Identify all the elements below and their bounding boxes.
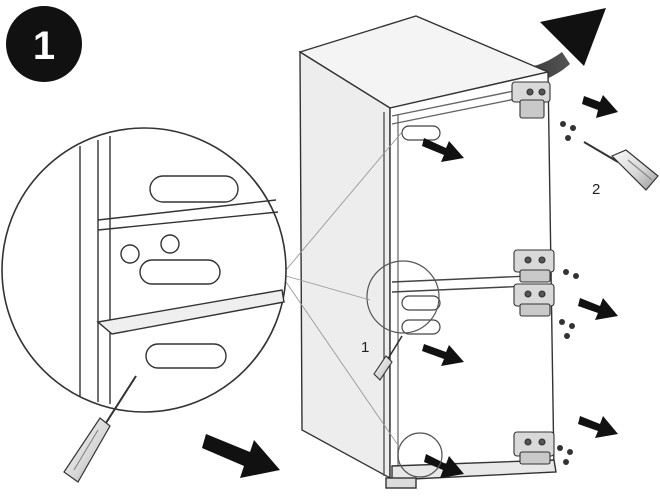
magnified-detail bbox=[1, 127, 287, 483]
arrow-icon bbox=[422, 344, 464, 366]
door-slots bbox=[401, 125, 441, 335]
zoom-markers bbox=[366, 260, 443, 478]
arrow-icon bbox=[578, 298, 618, 320]
hinges bbox=[511, 81, 555, 465]
screws bbox=[557, 121, 579, 465]
appliance-cabinet bbox=[298, 15, 557, 489]
magnifier-connectors bbox=[285, 131, 403, 449]
arrow-icon bbox=[424, 454, 464, 478]
arrow-icon bbox=[422, 138, 464, 162]
step-badge: 1 bbox=[6, 6, 82, 82]
direction-arrows bbox=[202, 95, 618, 478]
screwdriver-icon bbox=[583, 141, 659, 191]
arrow-icon bbox=[578, 416, 618, 438]
hinge-bottom bbox=[513, 431, 555, 465]
arrow-icon bbox=[202, 434, 280, 478]
hinge-middle-upper bbox=[513, 249, 555, 283]
callout-1-label: 1 bbox=[361, 339, 369, 356]
step-number: 1 bbox=[33, 24, 55, 68]
hinge-top bbox=[511, 81, 551, 119]
screwdriver-icon bbox=[63, 375, 137, 483]
callout-2-label: 2 bbox=[592, 181, 600, 198]
arrow-icon bbox=[582, 95, 618, 118]
screwdriver-icon bbox=[373, 335, 403, 381]
hinge-middle-lower bbox=[513, 283, 555, 317]
